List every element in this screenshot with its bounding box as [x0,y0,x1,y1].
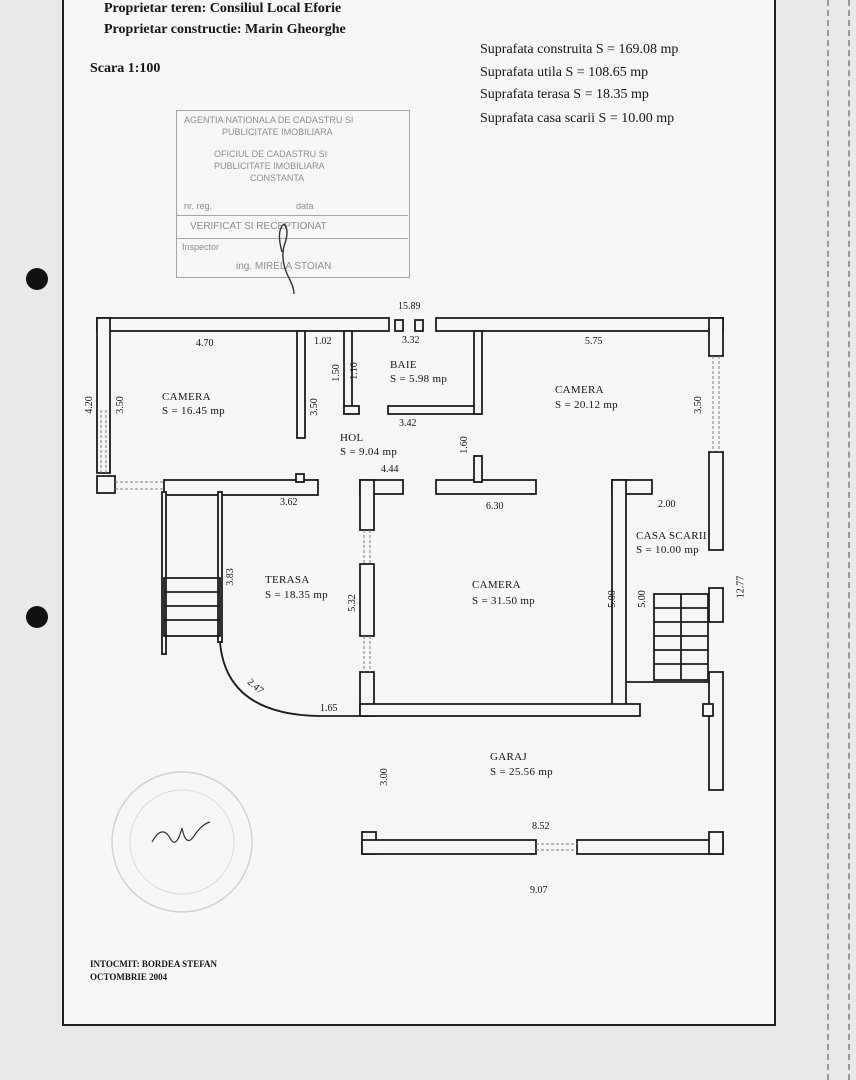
wall [296,330,306,439]
stamp-divider [176,238,408,239]
room-name: CAMERA [555,384,604,396]
stamp-office-2: PUBLICITATE IMOBILIARA [214,161,325,171]
area-built: Suprafata construita S = 169.08 mp [480,42,679,57]
drawing-sheet [62,0,776,1026]
dimension-label: 15.89 [398,301,421,312]
room-area: S = 31.50 mp [472,595,535,607]
punch-hole [26,268,48,290]
dimension-label: 3.00 [378,768,390,786]
wall [708,317,724,357]
stamp-office: OFICIUL DE CADASTRU SI [214,149,328,159]
building-owner: Proprietar constructie: Marin Gheorghe [104,22,346,37]
stamp-agency: AGENTIA NATIONALA DE CADASTRU SI [184,115,354,125]
dimension-label: 3.50 [692,396,704,414]
stamp-agency-2: PUBLICITATE IMOBILIARA [222,127,333,137]
wall [361,839,537,855]
wall [576,839,724,855]
wall [708,451,724,551]
author-label: INTOCMIT: BORDEA STEFAN [90,959,218,969]
dimension-label: 12.77 [735,575,747,599]
wall [708,831,724,855]
stamp-inspector: Inspector [182,242,220,252]
dimension-label: 3.42 [399,418,417,429]
window [394,319,404,332]
dimension-label: 5.75 [585,336,603,347]
wall [435,317,724,332]
area-stairwell: Suprafata casa scarii S = 10.00 mp [480,111,675,126]
dimension-label: 1.60 [458,436,470,454]
room-name: GARAJ [490,751,527,763]
dimension-label: 5.32 [346,594,358,612]
dimension-label: 1.50 [330,364,342,382]
room-area: S = 18.35 mp [265,589,328,601]
area-terrace: Suprafata terasa S = 18.35 mp [480,87,649,102]
dimension-label: 3.83 [224,568,236,586]
wall [96,475,116,494]
dimension-label: 1.10 [348,362,360,380]
wall [708,671,724,791]
wall [473,455,483,483]
room-area: S = 20.12 mp [555,399,618,411]
dimension-label: 3.32 [402,335,420,346]
room-name: HOL [340,432,364,444]
wall [359,563,375,637]
dimension-label: 1.02 [314,336,332,347]
dimension-label: 4.20 [83,396,95,414]
right-tear-line [848,0,850,1080]
dimension-label: 6.30 [486,501,504,512]
room-name: BAIE [390,359,417,371]
wall [435,479,537,495]
wall [295,473,305,483]
room-area: S = 5.98 mp [390,373,448,385]
stamp-divider [176,215,408,216]
land-owner: Proprietar teren: Consiliul Local Eforie [104,1,342,16]
wall [96,317,111,474]
room-name: CAMERA [162,391,211,403]
dimension-label: 5.00 [606,590,618,608]
wall [473,330,483,415]
stamp-verified: VERIFICAT SI RECEPTIONAT [190,221,327,232]
stamp-city: CONSTANTA [250,173,305,183]
cadastre-stamp [176,110,410,278]
stamp-date-label: data [296,201,314,211]
dimension-label: 4.44 [381,464,399,475]
room-name: CAMERA [472,579,521,591]
wall [359,479,375,531]
punch-hole [26,606,48,628]
date-label: OCTOMBRIE 2004 [90,972,168,982]
room-area: S = 9.04 mp [340,446,398,458]
dimension-label: 2.00 [658,499,676,510]
room-name: CASA SCARII [636,530,707,542]
dimension-label: 3.50 [308,398,320,416]
wall [163,479,319,496]
dimension-label: 8.52 [532,821,550,832]
area-useful: Suprafata utila S = 108.65 mp [480,65,649,80]
scale-label: Scara 1:100 [90,61,161,76]
wall [387,405,481,415]
room-name: TERASA [265,574,310,586]
wall [702,703,714,717]
dimension-label: 1.65 [320,703,338,714]
wall [161,491,167,655]
room-area: S = 10.00 mp [636,544,699,556]
dimension-label: 3.62 [280,497,298,508]
dimension-label: 9.07 [530,885,548,896]
wall [708,587,724,623]
room-area: S = 25.56 mp [490,766,553,778]
dimension-label: 4.70 [196,338,214,349]
right-tear-line [827,0,829,1080]
stamp-nr-label: nr. reg. [184,201,213,211]
wall [359,703,641,717]
wall [343,405,360,415]
dimension-label: 3.50 [114,396,126,414]
room-area: S = 16.45 mp [162,405,225,417]
wall [96,317,390,332]
dimension-label: 5.00 [636,590,648,608]
window [414,319,424,332]
